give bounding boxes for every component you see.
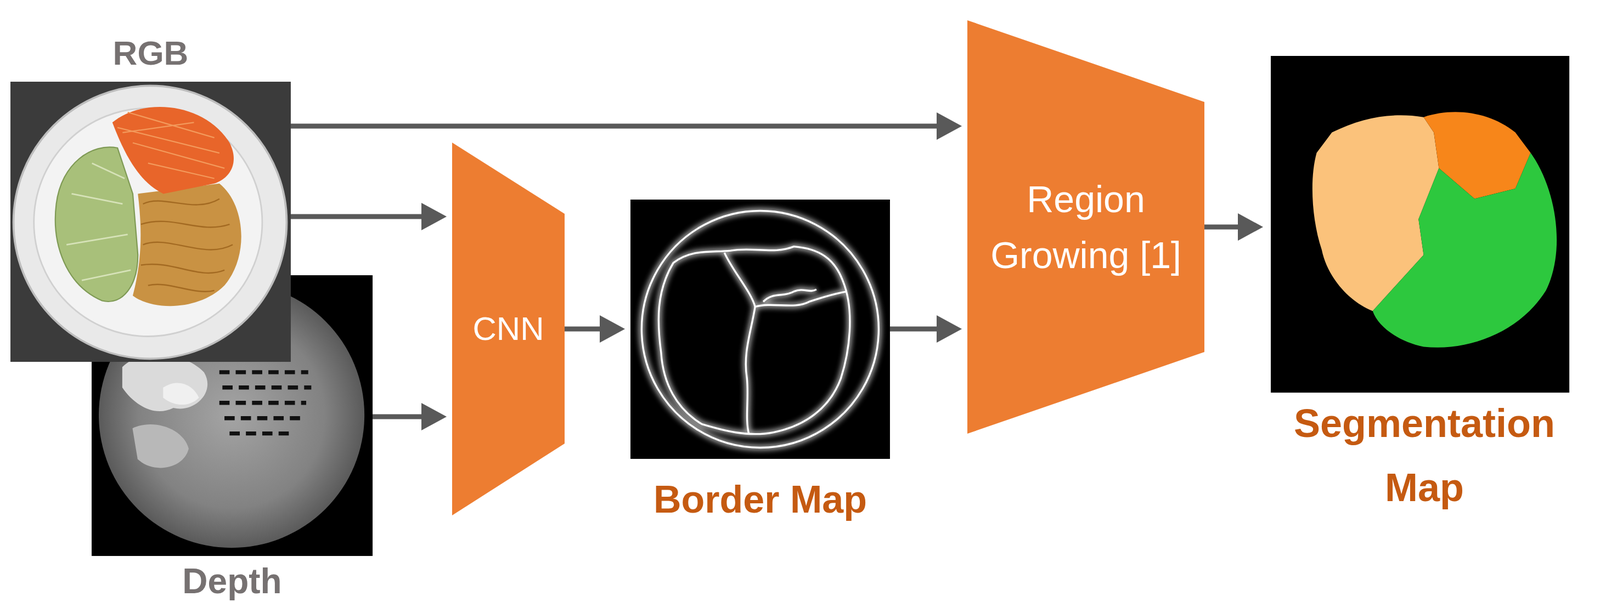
noodle-strand — [143, 242, 234, 251]
depth-streaks — [219, 372, 312, 435]
segmentation-background — [1270, 55, 1570, 393]
trapezoid-fill — [452, 142, 565, 516]
depth-streak — [222, 385, 312, 390]
lettuce-vein — [81, 270, 131, 281]
depth-image-node: Depth — [91, 275, 373, 600]
carrot-strand — [127, 112, 215, 138]
noodle-strands — [141, 199, 233, 292]
border-map-background — [630, 199, 890, 460]
border-glow — [641, 210, 879, 448]
carrots — [112, 106, 234, 194]
noodle-strand — [148, 284, 215, 292]
trapezoid-fill — [967, 20, 1205, 435]
depth-blob — [162, 382, 199, 405]
segmentation-map-node: Segmentation Map — [1268, 55, 1581, 521]
rgb-background — [10, 81, 291, 363]
segmentation-map-image — [1270, 55, 1570, 393]
flow-arrow — [889, 327, 939, 332]
plate-rim — [13, 85, 287, 359]
noodle-strand — [143, 199, 220, 206]
node-label: CNN — [472, 309, 545, 349]
noodle-strand — [141, 264, 225, 274]
trapezoid-shape — [967, 20, 1205, 435]
node-label: Segmentation Map — [1270, 391, 1579, 521]
segment-region — [1372, 153, 1557, 348]
border-line — [763, 289, 817, 302]
flow-arrow — [290, 214, 424, 220]
border-core — [641, 210, 879, 448]
lettuce-veins — [66, 163, 131, 281]
border-line — [641, 210, 879, 448]
rgb-image-node: RGB — [10, 32, 291, 363]
border-line — [658, 246, 850, 435]
border-map-node: Border Map — [630, 199, 890, 523]
flow-arrow — [1204, 224, 1241, 230]
border-map-image — [630, 199, 890, 460]
border-line — [763, 289, 817, 302]
node-label: Border Map — [653, 476, 867, 523]
carrot-strand — [148, 163, 215, 179]
depth-streak — [224, 416, 302, 421]
rgb-image — [10, 81, 291, 363]
lettuce-vein — [71, 193, 123, 205]
border-line — [724, 252, 756, 435]
flow-arrow — [290, 124, 939, 129]
noodles — [132, 183, 242, 307]
flow-arrow — [564, 327, 602, 332]
depth-streak — [219, 401, 307, 405]
node-label: RGB — [113, 32, 189, 74]
node-label: Region Growing [1] — [978, 171, 1193, 284]
carrot-strand — [132, 142, 225, 168]
depth-blob — [132, 424, 189, 469]
lettuce — [55, 147, 138, 302]
cnn-block: CNN — [452, 142, 565, 516]
border-line — [658, 246, 850, 435]
carrot-strands — [117, 112, 225, 179]
region-growing-block: Region Growing [1] — [967, 20, 1205, 435]
node-label: Depth — [182, 564, 282, 600]
carrot-strand — [122, 122, 194, 133]
border-line — [755, 291, 848, 308]
noodle-strand — [141, 221, 230, 228]
lettuce-vein — [92, 163, 125, 179]
depth-blob — [122, 354, 208, 412]
depth-streak — [229, 431, 294, 436]
depth-streak — [219, 370, 309, 375]
border-line — [724, 252, 756, 435]
border-line — [641, 210, 879, 448]
lettuce-vein — [66, 234, 128, 246]
flow-arrow — [372, 414, 424, 420]
